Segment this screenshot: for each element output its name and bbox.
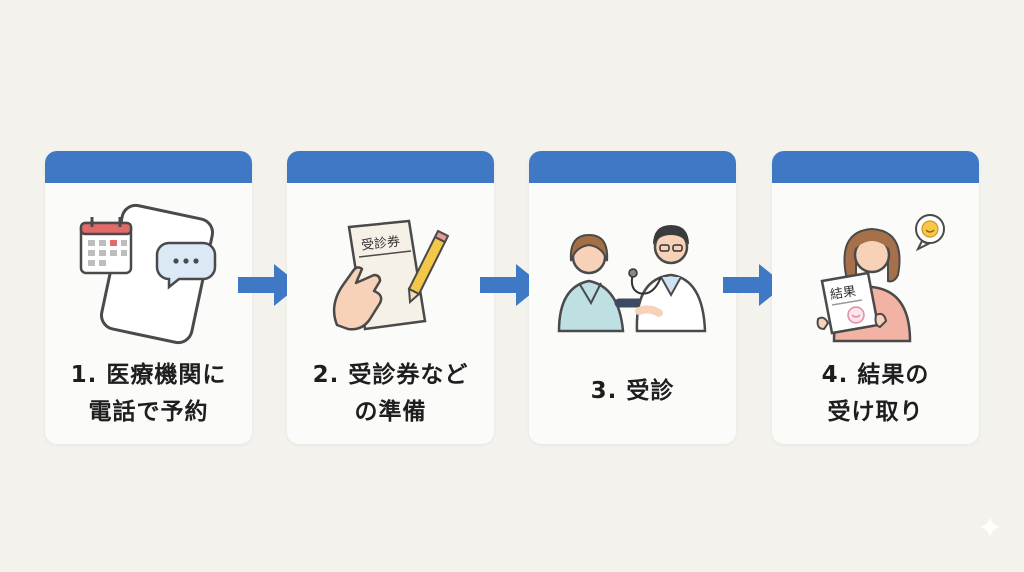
arrow-right-icon [480,264,542,306]
chat-bubble-icon [155,241,217,290]
step-card-2: 受診券 2. 受診券など の準備 [287,151,494,444]
arrow-right-icon [723,264,785,306]
card-header-band [287,151,494,183]
stethoscope-icon [628,268,663,317]
card-header-band [529,151,736,183]
result-sheet-icon: 結果 [816,271,888,335]
patient-icon [557,233,652,333]
hand-icon [332,266,383,331]
pencil-icon [407,229,450,305]
arrow-right-icon [238,264,300,306]
card-header-band [772,151,979,183]
step-label: 1. 医療機関に 電話で予約 [70,362,227,425]
examination-illustration [557,225,707,333]
step-label: 4. 結果の 受け取り [821,362,930,425]
step-label: 3. 受診 [590,378,675,404]
card-header-band [45,151,252,183]
result-text: 結果 [829,284,857,303]
step-card-1: 1. 医療機関に 電話で予約 [45,151,252,444]
ticket-text: 受診券 [360,234,400,254]
step-card-3: 3. 受診 [529,151,736,444]
receive-results-illustration: 結果 [816,214,945,343]
step-card-4: 結果 4. 結果の 受け取り [772,151,979,444]
doctor-icon [635,225,707,333]
step-label: 2. 受診券など の準備 [312,362,469,425]
calendar-icon [79,217,133,275]
phone-reservation-illustration [79,203,217,345]
sparkle-icon [980,517,1000,537]
smile-bubble-icon [915,214,945,252]
ticket-preparation-illustration: 受診券 [332,219,450,331]
